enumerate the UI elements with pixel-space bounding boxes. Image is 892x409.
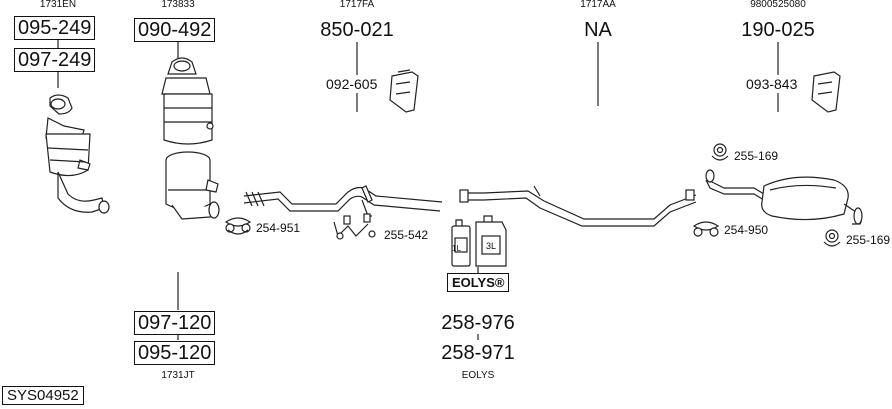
particulate-filter-lower — [165, 151, 220, 220]
part-number-258-976[interactable]: 258-976 — [441, 312, 515, 334]
ref-pipe-front: 1717FA — [339, 0, 375, 10]
part-number-097-249[interactable]: 097-249 — [14, 48, 96, 72]
clamp-254-950 — [692, 221, 720, 237]
part-number-095-120[interactable]: 095-120 — [134, 341, 216, 365]
hanger-255-542 — [333, 213, 376, 240]
rubber-ring-255-169-top — [711, 143, 729, 161]
front-pipe — [243, 185, 443, 217]
part-number-254-950[interactable]: 254-950 — [724, 223, 769, 237]
bottle-3l-label: 3L — [486, 241, 497, 251]
part-number-258-971[interactable]: 258-971 — [441, 342, 515, 364]
part-number-092-605[interactable]: 092-605 — [326, 76, 378, 92]
system-code: SYS04952 — [2, 386, 84, 405]
part-number-097-120[interactable]: 097-120 — [134, 311, 216, 335]
part-number-190-025[interactable]: 190-025 — [741, 19, 815, 41]
rubber-ring-255-169-right — [823, 229, 841, 247]
clamp-254-951 — [224, 217, 252, 235]
ref-filter-bottom: 1731JT — [161, 370, 195, 381]
ref-pipe-mid: 1717AA — [580, 0, 616, 10]
part-number-095-249[interactable]: 095-249 — [14, 16, 96, 40]
part-number-na[interactable]: NA — [584, 19, 612, 41]
catalytic-converter-left — [45, 94, 110, 214]
bottle-1l-label: 1L — [452, 244, 461, 253]
part-number-090-492[interactable]: 090-492 — [134, 18, 216, 42]
rear-silencer — [705, 169, 863, 225]
mounting-kit-092-605 — [389, 69, 419, 113]
eolys-logo: EOLYS® — [447, 273, 510, 292]
middle-pipe — [459, 185, 697, 227]
additive-bottle-3l — [475, 215, 507, 267]
ref-rear-silencer: 9800525080 — [750, 0, 806, 10]
ref-additive: EOLYS — [461, 370, 495, 381]
part-number-850-021[interactable]: 850-021 — [320, 19, 394, 41]
part-number-255-169-top[interactable]: 255-169 — [734, 149, 779, 163]
ref-cat-left: 1731EN — [39, 0, 77, 10]
part-number-093-843[interactable]: 093-843 — [746, 76, 798, 92]
part-number-255-169-right[interactable]: 255-169 — [846, 233, 891, 247]
part-number-254-951[interactable]: 254-951 — [256, 221, 301, 235]
particulate-filter-upper — [161, 57, 214, 145]
ref-cat-mid: 173833 — [161, 0, 195, 10]
additive-bottle-1l — [451, 219, 471, 267]
mounting-kit-093-843 — [811, 71, 841, 113]
part-number-255-542[interactable]: 255-542 — [384, 228, 429, 242]
